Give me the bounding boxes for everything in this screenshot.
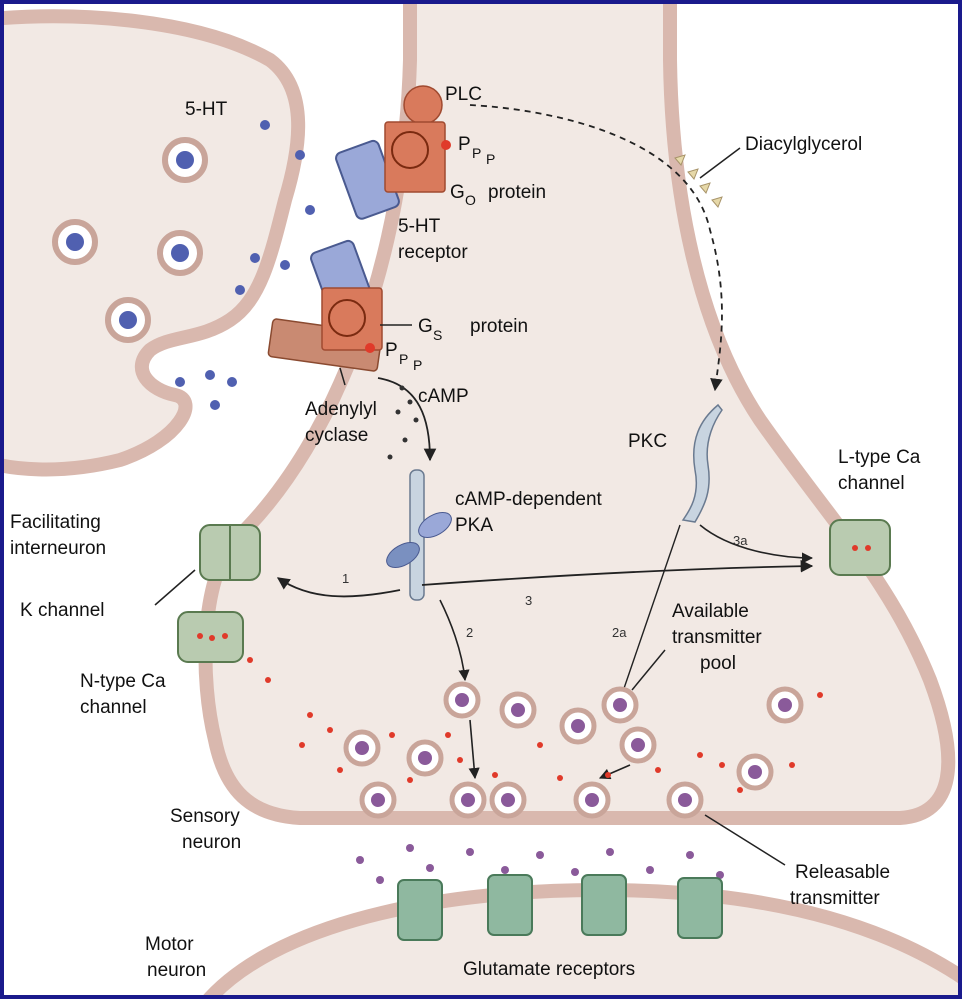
- calcium-ions: [247, 657, 823, 793]
- label-ntype-line2: channel: [80, 697, 147, 718]
- label-available-line1: Available: [672, 601, 749, 622]
- label-diacylglycerol: Diacylglycerol: [745, 134, 862, 155]
- pathway-3a-arrow: [699, 524, 814, 564]
- serotonin-vesicles: [52, 137, 208, 343]
- label-pkc: PKC: [628, 431, 667, 452]
- label-glutamate-receptors: Glutamate receptors: [463, 959, 635, 980]
- camp-molecules: [387, 385, 419, 460]
- glutamate-receptors: [397, 874, 723, 941]
- plc-enzyme: [403, 85, 443, 125]
- pathway-number-2: 2: [466, 625, 473, 640]
- pathway-number-3: 3: [525, 593, 532, 608]
- k-channel: [199, 524, 261, 581]
- release-arrow-2: [468, 719, 480, 780]
- label-sensory-line2: neuron: [182, 832, 241, 853]
- label-available-line2: transmitter: [672, 627, 762, 648]
- pathway-3-arrow: [421, 559, 814, 586]
- label-ppp-top-sub2: P: [486, 151, 495, 167]
- label-gs-g: G: [418, 316, 433, 337]
- label-pka-line2: PKA: [455, 515, 493, 536]
- pkc-enzyme: [681, 403, 723, 523]
- pka-enzyme: [386, 469, 452, 601]
- adenylyl-leader: [339, 367, 346, 386]
- label-pka-line1: cAMP-dependent: [455, 489, 603, 510]
- release-arrow-2a: [598, 764, 631, 780]
- pathway-1-arrow: [276, 577, 401, 598]
- label-sensory-line1: Sensory: [170, 806, 240, 827]
- label-adenylyl-line1: Adenylyl: [305, 399, 377, 420]
- go-protein: [384, 121, 451, 193]
- label-receptor-line1: 5-HT: [398, 216, 441, 237]
- label-gs-sub: S: [433, 327, 442, 343]
- label-facilitating-line1: Facilitating: [10, 512, 101, 533]
- label-available-line3: pool: [700, 653, 736, 674]
- label-adenylyl-line2: cyclase: [305, 425, 368, 446]
- available-pool-leader: [631, 649, 666, 691]
- label-ppp2-sub1: P: [399, 351, 408, 367]
- label-motor-line1: Motor: [145, 934, 194, 955]
- l-type-ca-channel: [829, 519, 891, 576]
- transmitter-vesicles: [343, 681, 804, 819]
- label-ntype-line1: N-type Ca: [80, 671, 166, 692]
- label-receptor-line2: receptor: [398, 242, 468, 263]
- diacylglycerol-molecules: [674, 154, 723, 208]
- label-ppp2-sub2: P: [413, 357, 422, 373]
- dag-pathway-arrow: [469, 104, 723, 392]
- label-camp: cAMP: [418, 386, 469, 407]
- diacylglycerol-leader: [699, 147, 741, 179]
- pathway-number-1: 1: [342, 571, 349, 586]
- label-releasable-line2: transmitter: [790, 888, 880, 909]
- released-serotonin: [175, 120, 315, 410]
- sensory-neuron-membrane: [198, 0, 956, 825]
- n-type-ca-channel: [177, 611, 244, 663]
- pathway-2-arrow: [439, 599, 470, 682]
- label-plc: PLC: [445, 84, 482, 105]
- label-ppp-top-sub1: P: [472, 145, 481, 161]
- label-5ht: 5-HT: [185, 99, 228, 120]
- pathway-2a-line: [619, 524, 681, 701]
- label-ltype-line1: L-type Ca: [838, 447, 921, 468]
- label-motor-line2: neuron: [147, 960, 206, 981]
- label-go-protein: protein: [488, 182, 546, 203]
- pathway-number-3a: 3a: [733, 533, 748, 548]
- gs-protein: [321, 287, 383, 353]
- pathway-number-2a: 2a: [612, 625, 627, 640]
- label-gs-protein: protein: [470, 316, 528, 337]
- label-ltype-line2: channel: [838, 473, 905, 494]
- released-glutamate: [356, 844, 724, 884]
- label-go-g: G: [450, 182, 465, 203]
- label-ppp2-top: P: [385, 340, 398, 361]
- label-ppp-top: P: [458, 134, 471, 155]
- label-k-channel: K channel: [20, 600, 105, 621]
- label-go-sub: O: [465, 192, 476, 208]
- releasable-leader: [704, 814, 786, 866]
- camp-arrow: [377, 377, 437, 462]
- k-channel-leader: [154, 569, 196, 606]
- label-facilitating-line2: interneuron: [10, 538, 106, 559]
- label-releasable-line1: Releasable: [795, 862, 890, 883]
- interneuron-membrane: [0, 9, 306, 477]
